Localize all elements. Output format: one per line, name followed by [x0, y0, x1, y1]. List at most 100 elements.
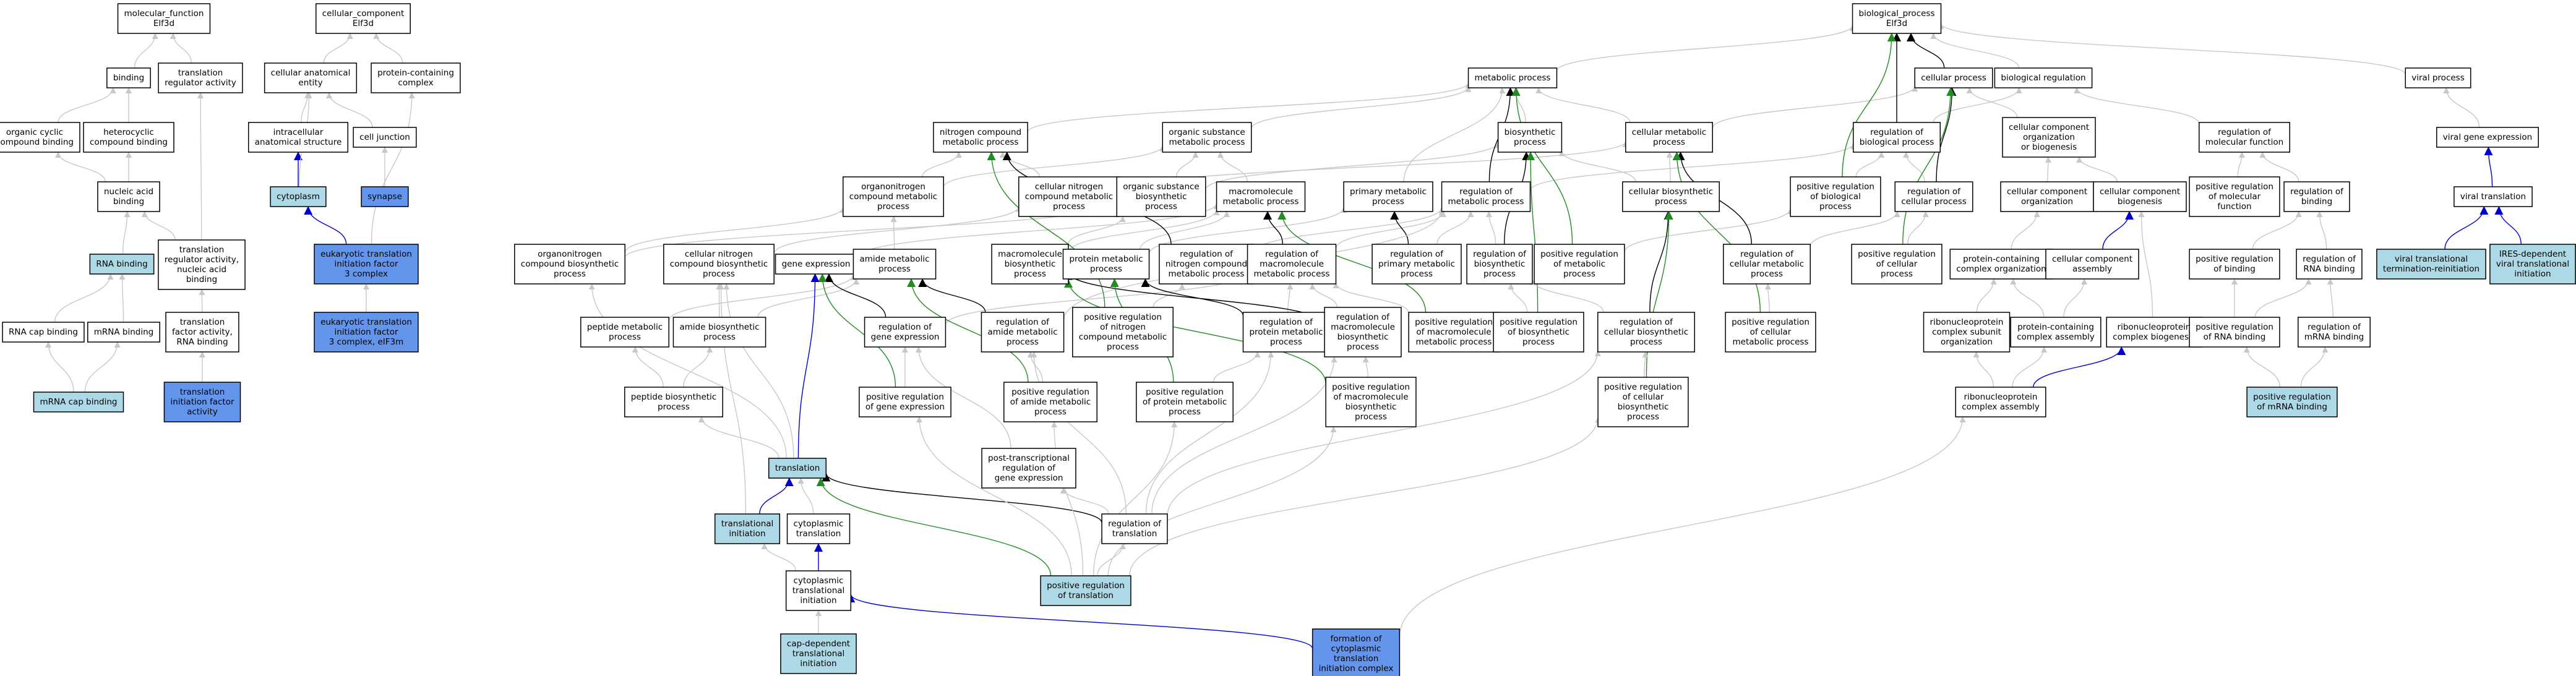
go-term-label-line: process [1819, 202, 1852, 212]
go-term-label-line: complex subunit [1932, 327, 2001, 337]
go-term-label-line: positive regulation [2196, 254, 2273, 264]
go-term-label-line: of binding [2213, 264, 2256, 274]
go-term-box [852, 249, 937, 280]
go-term-label-line: cytoplasmic [1331, 644, 1381, 654]
go-term-label-line: complex assembly [1962, 402, 2040, 412]
go-term-label-line: positive regulation [1332, 382, 1410, 392]
go-term-label-line: organic substance [1169, 127, 1245, 137]
edge-is-a [1938, 22, 2406, 75]
go-term-label-line: biosynthetic [1136, 192, 1187, 202]
go-term-label-line: positive regulation [2253, 392, 2331, 402]
go-term-reg-macro-bio: regulation ofmacromoleculebiosyntheticpr… [1324, 307, 1402, 357]
edge-part-of [2102, 211, 2134, 250]
edge-is-a [2316, 211, 2327, 250]
go-term-label-line: regulation of [1870, 127, 1924, 137]
go-term-label-line: regulation of [1336, 312, 1390, 322]
go-term-label-line: biosynthetic [1505, 127, 1556, 137]
go-term-label-line: process [1014, 269, 1046, 279]
edge-is-a [1167, 350, 1601, 516]
go-term-label-line: regulation of [2290, 187, 2344, 197]
go-term-viral-term-reinit: viral translationaltermination-reinitiat… [2376, 249, 2486, 280]
go-term-box [1852, 122, 1941, 153]
edge-is-a [1251, 85, 1472, 129]
go-term-label-line: process [877, 202, 909, 212]
edge-is-a [1093, 421, 1178, 576]
go-term-bio-reg: biological regulation [1994, 67, 2093, 88]
edge-is-a [170, 33, 192, 64]
go-term-label-line: binding [186, 275, 217, 285]
edge-is-a [668, 273, 857, 322]
go-term-label-line: cellular metabolic [1730, 259, 1804, 269]
edge-is-a [2259, 152, 2299, 182]
go-term-label-line: cytoplasmic [794, 576, 844, 586]
go-term-label-line: compound metabolic [1025, 192, 1113, 202]
go-term-rna-binding: RNA binding [89, 254, 155, 275]
edge-pos-regulates [987, 152, 1106, 308]
go-term-box [247, 122, 349, 153]
go-term-label-line: peptide metabolic [587, 322, 663, 332]
go-term-label-line: metabolic process [1448, 197, 1524, 207]
go-term-label-line: regulation of [1265, 249, 1319, 259]
go-term-label-line: eukaryotic translation [320, 249, 412, 259]
go-term-label-line: process [1347, 342, 1379, 352]
go-term-label-line: regulation of [1260, 317, 1313, 327]
edge-is-a [757, 278, 860, 318]
go-term-cytoplasm: cytoplasm [270, 186, 327, 207]
go-term-box [1790, 176, 1881, 217]
edge-is-a [2300, 346, 2329, 388]
go-term-viral-translation: viral translation [2454, 186, 2533, 207]
go-term-cellular-process: cellular process [1914, 67, 1993, 88]
go-term-label-line: positive regulation [2196, 322, 2273, 332]
go-term-label-line: binding [2301, 197, 2332, 207]
go-term-box [1441, 181, 1531, 212]
go-term-label-line: translational [792, 586, 845, 596]
go-term-label-line: regulation of [1002, 463, 1056, 473]
go-term-label-line: cellular nitrogen [685, 249, 753, 259]
edge-part-of [2444, 206, 2489, 250]
go-term-box [2045, 249, 2139, 280]
go-term-label-line: binding [113, 197, 144, 207]
edge-is-a [2012, 346, 2048, 388]
edge-is-a [1764, 283, 1771, 313]
edge-regulates [1649, 211, 1673, 313]
edge-is-a [1107, 426, 1337, 576]
go-term-label-line: 3 complex [345, 269, 388, 279]
go-term-box [864, 317, 947, 348]
go-term-box [1018, 176, 1120, 217]
go-term-label-line: of cellular [1623, 392, 1664, 402]
edge-is-a [1153, 283, 1185, 308]
edge-is-a [2254, 278, 2312, 318]
go-term-label-line: gene expression [995, 473, 1063, 483]
go-term-label-line: nitrogen compound [940, 127, 1021, 137]
go-term-label-line: factor activity, [172, 327, 233, 337]
go-term-label-line: or biogenesis [2021, 142, 2077, 152]
edge-part-of [304, 206, 347, 245]
go-term-label-line: metabolic process [1169, 269, 1245, 279]
go-term-label-line: initiation complex [1319, 664, 1394, 674]
edge-is-a [1485, 211, 1496, 245]
go-term-label-line: Elf3d [153, 19, 174, 28]
go-term-label-line: organization [2021, 197, 2073, 207]
edge-is-a [1907, 211, 1929, 245]
go-term-label-line: compound binding [0, 137, 74, 147]
edge-is-a [1624, 208, 1794, 252]
go-term-label-line: of gene expression [865, 402, 945, 412]
go-term-label-line: of cellular [1750, 327, 1792, 337]
go-term-box [1725, 312, 1816, 353]
go-term-label-line: regulation of [1473, 249, 1527, 259]
go-term-label-line: positive regulation [1500, 317, 1578, 327]
edge-pos-regulates [1902, 87, 1956, 245]
